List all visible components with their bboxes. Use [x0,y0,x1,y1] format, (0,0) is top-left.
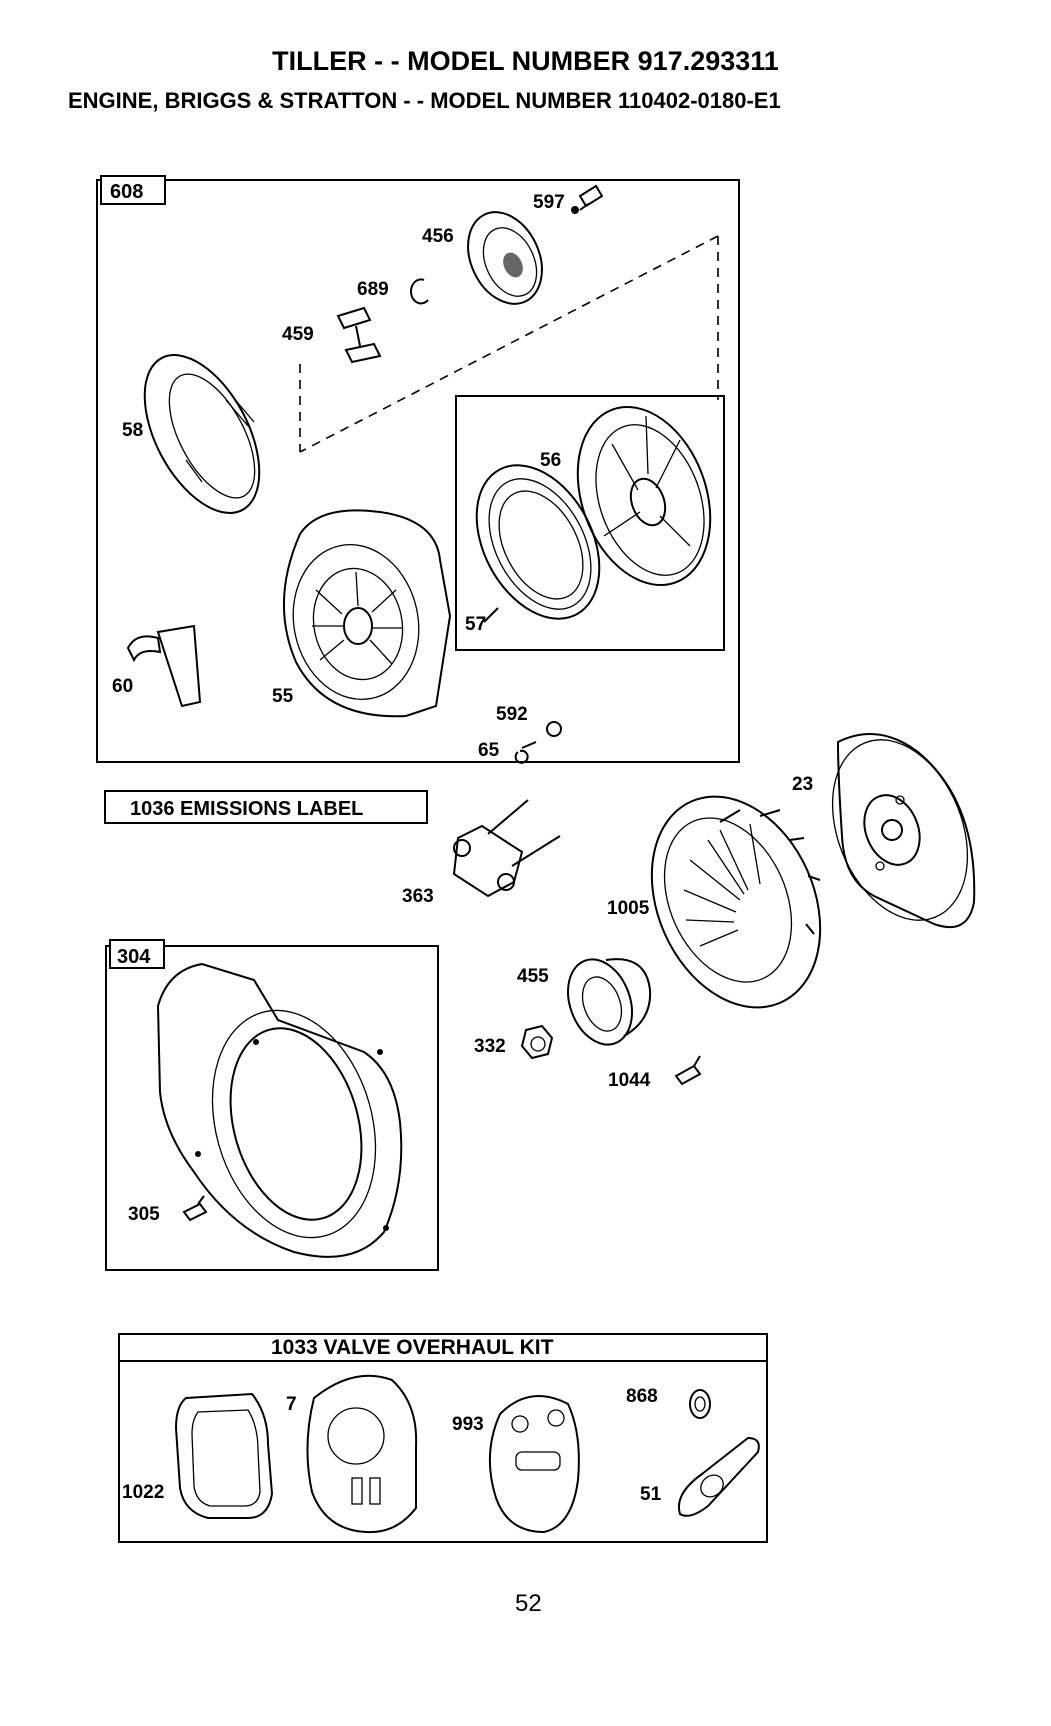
blower-housing [158,964,401,1257]
pulley-56 [554,388,733,603]
retainer-ring-689 [411,279,428,303]
box-label-608: 608 [110,181,143,203]
part-label-57: 57 [465,614,486,635]
emissions-label-box: 1036 EMISSIONS LABEL [105,791,427,823]
fan-1005 [620,770,852,1034]
page-number: 52 [515,1590,542,1617]
part-label-993: 993 [452,1414,484,1435]
part-label-55: 55 [272,686,294,707]
clutch-455 [557,950,650,1053]
bracket-363 [454,800,560,896]
part-label-23: 23 [792,774,813,795]
box-label-304: 304 [117,946,151,968]
pulley-subassembly-box [456,396,724,650]
part-label-305: 305 [128,1204,160,1225]
kit-title: 1033 VALVE OVERHAUL KIT [271,1336,554,1359]
part-label-592: 592 [496,704,528,725]
screw-597 [571,186,602,214]
spring-58 [121,336,283,531]
gasket-1022 [176,1394,272,1518]
screw-1044 [676,1056,700,1084]
gasket-51 [679,1438,759,1516]
head-gasket-7 [307,1376,416,1532]
part-label-7: 7 [286,1394,297,1415]
gasket-993 [490,1396,579,1532]
nut-332 [522,1026,552,1058]
flywheel-23 [807,720,992,941]
emissions-label-text: 1036 EMISSIONS LABEL [130,798,363,820]
valve-overhaul-kit-box: 1033 VALVE OVERHAUL KIT [119,1334,767,1542]
seal-868 [690,1390,710,1418]
starter-housing-55 [279,510,450,716]
starter-handle-60 [128,626,200,706]
part-label-51: 51 [640,1484,662,1505]
part-label-456: 456 [422,226,454,247]
nut-592 [547,722,561,736]
part-label-332: 332 [474,1036,506,1057]
part-label-60: 60 [112,676,133,697]
part-label-868: 868 [626,1386,658,1407]
part-label-65: 65 [478,740,500,761]
part-label-1022: 1022 [122,1482,164,1503]
part-label-455: 455 [517,966,549,987]
part-label-1044: 1044 [608,1070,651,1091]
part-label-689: 689 [357,279,389,300]
part-label-58: 58 [122,420,143,441]
screw-305 [184,1196,206,1220]
part-label-597: 597 [533,192,565,213]
part-label-363: 363 [402,886,434,907]
screw-65 [516,742,536,763]
part-label-1005: 1005 [607,898,650,919]
part-label-459: 459 [282,324,314,345]
dog-459 [338,308,380,362]
part-label-56: 56 [540,450,561,471]
ratchet-456 [454,200,556,316]
